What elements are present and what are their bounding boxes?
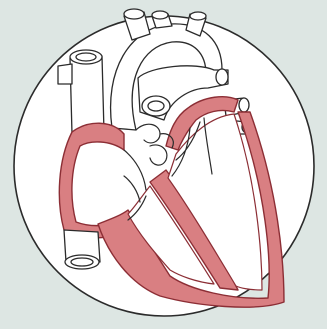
left-subclavian-opening — [190, 12, 206, 20]
pulmonary-trunk-lumen — [148, 101, 164, 111]
pulmonary-artery-opening — [216, 69, 228, 85]
svc-lumen — [76, 53, 96, 61]
pulmonary-vein-upper-opening — [239, 98, 249, 112]
brachiocephalic-opening — [124, 9, 144, 19]
superior-vena-cava — [70, 56, 104, 134]
svc-branch — [58, 64, 72, 84]
ivc-lumen — [71, 258, 93, 266]
left-carotid-opening — [152, 11, 168, 19]
